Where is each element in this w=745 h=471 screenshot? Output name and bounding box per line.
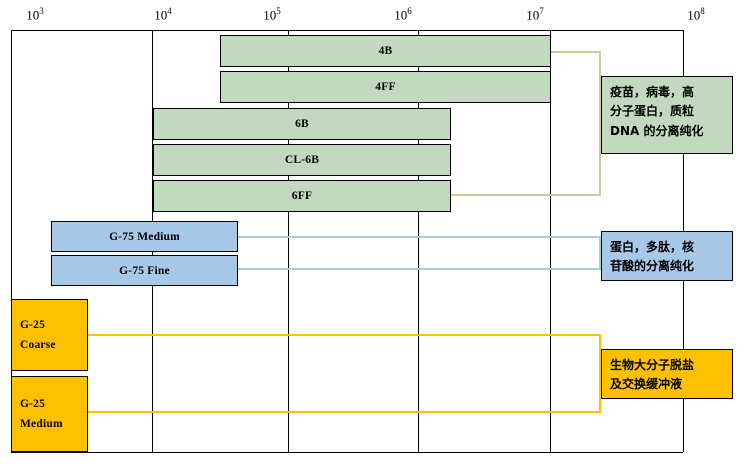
- connector-blue-bracket: [238, 236, 601, 270]
- bar-label-line1: G-25: [20, 397, 46, 410]
- bar-label: 6FF: [291, 190, 313, 202]
- bar-g25-medium[interactable]: G-25 Medium: [11, 376, 88, 452]
- legend-line-2: 苷酸的分离纯化: [610, 259, 695, 274]
- connector-green-lower-stub: [451, 194, 551, 196]
- gridline-1e6: [418, 30, 419, 452]
- legend-line-2: 分子蛋白，质粒: [610, 104, 695, 119]
- bar-g25-coarse[interactable]: G-25 Coarse: [11, 299, 88, 371]
- legend-blue-applications[interactable]: 蛋白，多肽，核 苷酸的分离纯化: [601, 231, 733, 281]
- bar-6b[interactable]: 6B: [153, 108, 451, 140]
- bar-label-line2: Coarse: [20, 339, 56, 351]
- axis-tick-label-1e4: 104: [154, 6, 172, 23]
- legend-green-applications[interactable]: 疫苗，病毒，高 分子蛋白，质粒 DNA 的分离纯化: [601, 76, 733, 154]
- axis-tick-label-1e6: 106: [394, 6, 412, 23]
- bar-g75-medium[interactable]: G-75 Medium: [51, 221, 238, 252]
- bar-6ff[interactable]: 6FF: [153, 180, 451, 212]
- legend-line-1: 蛋白，多肽，核: [610, 240, 695, 254]
- bar-label: 4B: [378, 45, 393, 57]
- axis-tick-label-1e8: 108: [687, 6, 705, 23]
- axis-line: [11, 30, 683, 31]
- bar-cl-6b[interactable]: CL-6B: [153, 144, 451, 176]
- bar-label: G-75 Fine: [119, 264, 170, 277]
- axis-tick-label-1e3: 103: [26, 6, 44, 23]
- chart-frame-bottom: [11, 452, 683, 453]
- bar-label-line2: Medium: [20, 418, 63, 430]
- gridline-1e7: [550, 30, 551, 452]
- axis-tick-label-1e5: 105: [263, 6, 281, 23]
- bar-label: 6B: [295, 118, 309, 130]
- bar-label: 4FF: [375, 81, 396, 93]
- legend-yellow-applications[interactable]: 生物大分子脱盐 及交换缓冲液: [601, 349, 733, 399]
- legend-line-2: 及交换缓冲液: [610, 377, 683, 392]
- legend-line-1: 生物大分子脱盐: [610, 358, 695, 372]
- bar-label-line1: G-25: [20, 318, 46, 331]
- gridline-1e3: [11, 30, 12, 452]
- legend-line-3: DNA 的分离纯化: [610, 123, 704, 138]
- bar-4ff[interactable]: 4FF: [220, 71, 551, 103]
- gridline-1e5: [288, 30, 289, 452]
- bar-4b[interactable]: 4B: [220, 35, 551, 67]
- legend-line-1: 疫苗，病毒，高: [610, 85, 695, 99]
- connector-yellow-bracket: [88, 334, 601, 413]
- bar-g75-fine[interactable]: G-75 Fine: [51, 255, 238, 286]
- connector-green-bracket: [551, 51, 601, 196]
- bar-label: CL-6B: [284, 154, 320, 166]
- bar-label: G-75 Medium: [109, 230, 180, 243]
- axis-tick-label-1e7: 107: [526, 6, 544, 23]
